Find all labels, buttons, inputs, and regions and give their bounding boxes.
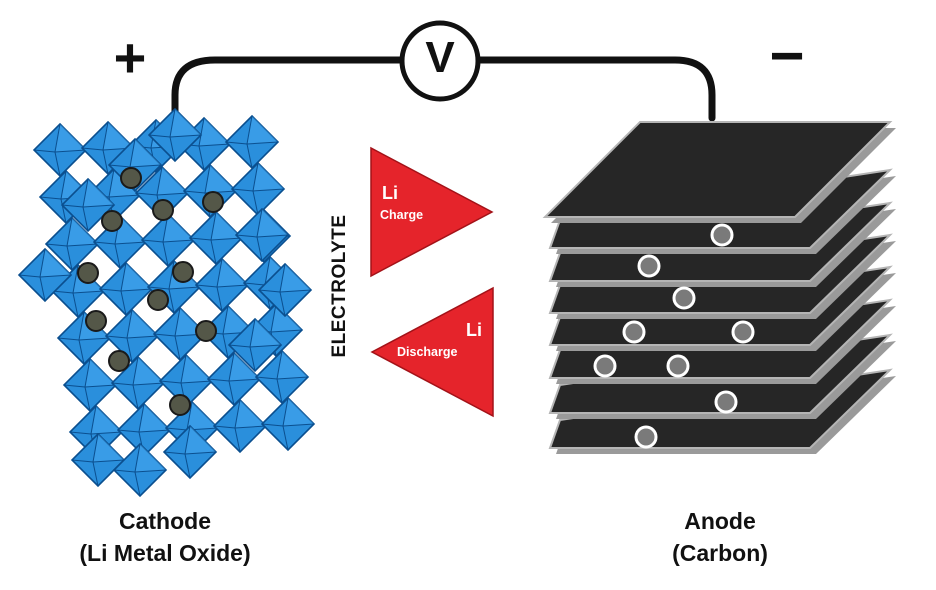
- positive-terminal-sign: +: [113, 26, 147, 89]
- octahedron: [113, 443, 167, 497]
- graphite-sheet: [542, 121, 893, 218]
- lithium-ion: [622, 320, 646, 344]
- external-circuit-wire: [171, 56, 716, 122]
- negative-terminal-sign: −: [769, 22, 805, 89]
- octahedron: [235, 208, 289, 262]
- octahedron: [99, 262, 153, 316]
- lithium-ion: [147, 289, 169, 311]
- octahedron: [33, 123, 87, 177]
- charge-label: Charge: [380, 208, 424, 222]
- discharge-ion-label: Li: [466, 320, 482, 340]
- electrolyte-label: ELECTROLYTE: [329, 214, 350, 358]
- octahedron: [63, 358, 117, 412]
- octahedron: [261, 397, 315, 451]
- octahedron: [225, 115, 279, 169]
- lithium-ion: [101, 210, 123, 232]
- lithium-ion: [108, 350, 130, 372]
- lithium-ion: [77, 262, 99, 284]
- anode-subtitle: (Carbon): [672, 540, 768, 566]
- lithium-ion: [593, 354, 617, 378]
- lithium-ion: [710, 223, 734, 247]
- octahedron: [213, 399, 267, 453]
- cathode-lithium-ions: [77, 167, 224, 416]
- octahedron: [141, 213, 195, 267]
- lithium-ion: [195, 320, 217, 342]
- charge-arrow: [370, 146, 494, 278]
- discharge-arrow: [370, 286, 494, 418]
- voltmeter: [399, 20, 481, 102]
- lithium-ion: [120, 167, 142, 189]
- lithium-ion: [634, 425, 658, 449]
- lithium-ion: [714, 390, 738, 414]
- charge-ion-label: Li: [382, 183, 398, 203]
- lithium-ion: [152, 199, 174, 221]
- anode-title: Anode: [684, 508, 756, 534]
- lithium-ion: [672, 286, 696, 310]
- lithium-ion: [637, 254, 661, 278]
- lithium-ion: [169, 394, 191, 416]
- lithium-ion: [85, 310, 107, 332]
- voltmeter-label: V: [425, 33, 455, 82]
- cathode-subtitle: (Li Metal Oxide): [79, 540, 251, 566]
- octahedron: [195, 258, 249, 312]
- lithium-ion: [172, 261, 194, 283]
- lithium-ion: [202, 191, 224, 213]
- cathode-title: Cathode: [119, 508, 211, 534]
- discharge-label: Discharge: [397, 345, 458, 359]
- anode-lithium-ions: [593, 223, 755, 449]
- octahedron: [231, 162, 285, 216]
- lithium-ion: [666, 354, 690, 378]
- octahedron: [189, 211, 243, 265]
- lithium-ion: [731, 320, 755, 344]
